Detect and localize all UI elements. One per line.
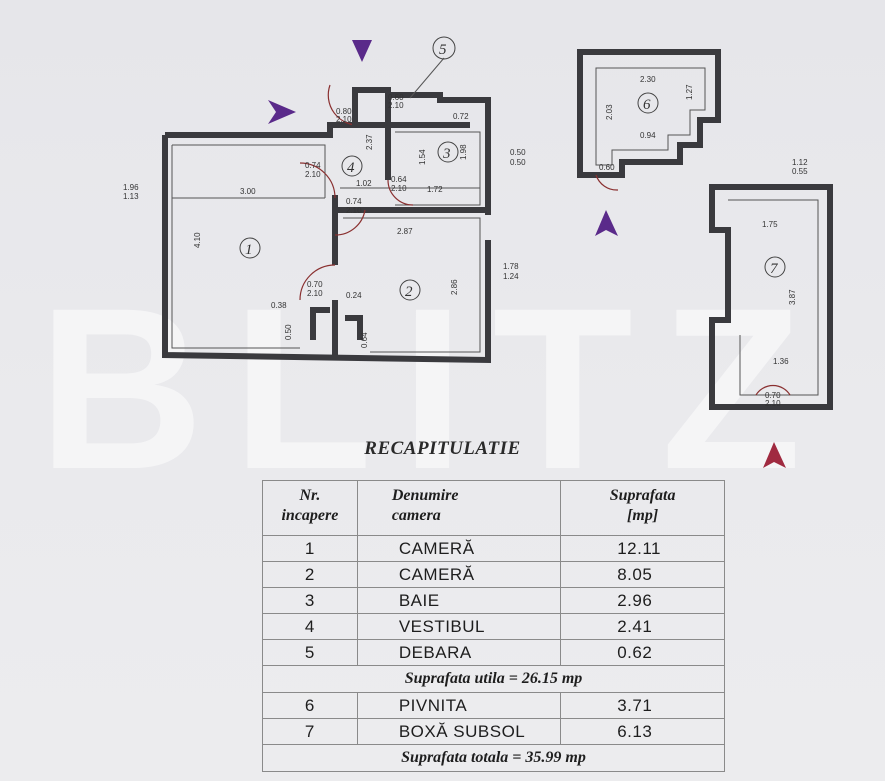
svg-text:1.24: 1.24 — [503, 272, 519, 281]
table-row: 3 BAIE 2.96 — [262, 587, 725, 614]
svg-text:1.72: 1.72 — [427, 185, 443, 194]
svg-text:1.02: 1.02 — [356, 179, 372, 188]
north-arrow-icon-7 — [763, 442, 786, 468]
room-5-leader — [409, 57, 445, 99]
svg-text:0.60: 0.60 — [599, 163, 615, 172]
svg-text:2.10: 2.10 — [765, 399, 781, 408]
room-labels: 1 2 3 4 5 6 7 — [239, 36, 786, 301]
svg-text:2.10: 2.10 — [346, 206, 362, 215]
svg-text:3.87: 3.87 — [788, 289, 797, 305]
svg-text:0.50: 0.50 — [284, 324, 293, 340]
svg-text:1.12: 1.12 — [792, 158, 808, 167]
svg-text:6: 6 — [643, 97, 651, 113]
svg-text:0.50: 0.50 — [510, 158, 526, 167]
svg-text:4: 4 — [347, 160, 355, 176]
subtotal-row: Suprafata utila = 26.15 mp — [262, 665, 725, 693]
header-area: Suprafata [mp] — [560, 480, 725, 536]
svg-text:0.60: 0.60 — [388, 93, 404, 102]
dimension-labels: 3.00 4.10 1.96 1.13 2.87 2.86 1.78 1.24 … — [123, 75, 808, 408]
svg-text:7: 7 — [770, 261, 779, 277]
svg-text:0.24: 0.24 — [346, 291, 362, 300]
svg-text:0.74: 0.74 — [346, 197, 362, 206]
table-row: 6 PIVNITA 3.71 — [262, 692, 725, 719]
svg-text:0.80: 0.80 — [336, 107, 352, 116]
table-header-row: Nr. incapere Denumire camera Suprafata [… — [262, 480, 725, 536]
entry-arrow-icon — [268, 100, 296, 124]
svg-text:5: 5 — [439, 42, 447, 58]
table-row: 7 BOXĂ SUBSOL 6.13 — [262, 718, 725, 745]
table-row: 1 CAMERĂ 12.11 — [262, 535, 725, 562]
svg-text:1.13: 1.13 — [123, 192, 139, 201]
svg-text:1.36: 1.36 — [773, 357, 789, 366]
room-5-walls — [352, 87, 391, 128]
summary-table: Nr. incapere Denumire camera Suprafata [… — [262, 480, 725, 772]
svg-text:3: 3 — [442, 146, 451, 162]
svg-text:0.70: 0.70 — [307, 280, 323, 289]
north-arrow-icon-6 — [595, 210, 618, 236]
apartment-walls — [162, 92, 491, 364]
svg-text:0.72: 0.72 — [453, 112, 469, 121]
header-nr: Nr. incapere — [262, 480, 358, 536]
svg-text:2.87: 2.87 — [397, 227, 413, 236]
svg-text:2.86: 2.86 — [450, 279, 459, 295]
svg-text:2.10: 2.10 — [391, 184, 407, 193]
table-row: 4 VESTIBUL 2.41 — [262, 613, 725, 640]
svg-text:1.78: 1.78 — [503, 262, 519, 271]
svg-text:1.54: 1.54 — [418, 149, 427, 165]
svg-text:0.64: 0.64 — [360, 332, 369, 348]
svg-text:1: 1 — [245, 242, 253, 258]
table-row: 2 CAMERĂ 8.05 — [262, 561, 725, 588]
svg-text:0.64: 0.64 — [391, 175, 407, 184]
svg-text:0.74: 0.74 — [305, 161, 321, 170]
total-row: Suprafata totala = 35.99 mp — [262, 744, 725, 772]
svg-text:2.10: 2.10 — [305, 170, 321, 179]
svg-text:0.70: 0.70 — [765, 391, 781, 400]
svg-text:2.03: 2.03 — [605, 104, 614, 120]
header-name: Denumire camera — [356, 480, 562, 536]
table-row: 5 DEBARA 0.62 — [262, 639, 725, 666]
svg-text:1.75: 1.75 — [762, 220, 778, 229]
svg-text:2.10: 2.10 — [388, 101, 404, 110]
room-7-walls — [709, 184, 833, 410]
svg-text:2.10: 2.10 — [307, 289, 323, 298]
svg-text:2.10: 2.10 — [336, 115, 352, 124]
svg-text:1.27: 1.27 — [685, 84, 694, 100]
svg-text:1.98: 1.98 — [459, 144, 468, 160]
north-arrow-icon — [352, 40, 372, 62]
svg-text:3.00: 3.00 — [240, 187, 256, 196]
svg-text:4.10: 4.10 — [193, 232, 202, 248]
svg-text:2: 2 — [405, 284, 413, 300]
apartment-inner-lines — [171, 131, 481, 353]
svg-text:1.96: 1.96 — [123, 183, 139, 192]
svg-text:0.55: 0.55 — [792, 167, 808, 176]
svg-text:0.38: 0.38 — [271, 301, 287, 310]
svg-text:0.94: 0.94 — [640, 131, 656, 140]
svg-text:2.37: 2.37 — [365, 134, 374, 150]
svg-text:2.30: 2.30 — [640, 75, 656, 84]
summary-title: RECAPITULATIE — [364, 438, 521, 459]
svg-text:0.50: 0.50 — [510, 148, 526, 157]
room-6-walls — [577, 49, 721, 191]
